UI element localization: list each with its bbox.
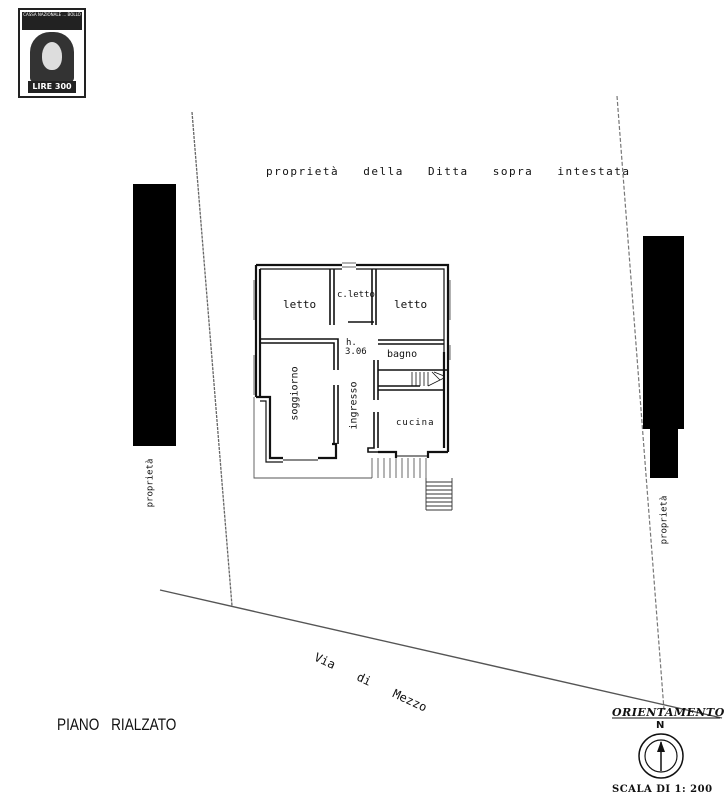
left-property-label: proprietà	[145, 458, 156, 508]
orientation-title: ORIENTAMENTO	[612, 706, 725, 719]
floor-title: PIANO RIALZATO	[57, 715, 177, 734]
right-property-label: proprietà	[659, 495, 670, 545]
north-label: N	[656, 720, 665, 731]
scale-label: SCALA DI 1: 200	[612, 784, 713, 795]
redaction-left	[133, 184, 176, 446]
floor-plan	[253, 262, 453, 511]
compass-icon	[638, 733, 684, 779]
room-soggiorno: soggiorno	[289, 366, 301, 421]
room-cucina: cucina	[396, 418, 435, 428]
left-boundary-line	[191, 111, 233, 607]
room-c-letto: c.letto	[337, 290, 375, 300]
redaction-right-upper	[643, 236, 684, 429]
top-property-label: proprietà della Ditta sopra intestata	[266, 165, 631, 178]
stamp-portrait-icon	[30, 32, 74, 82]
height-value: 3.06	[345, 347, 367, 357]
stamp-header: CASSA NAZIONALE ... BOLLO	[22, 12, 82, 30]
street-edge-line	[159, 589, 723, 719]
right-boundary-line	[616, 95, 665, 711]
stamp-value: LIRE 300	[28, 81, 76, 93]
room-letto-2: letto	[394, 298, 428, 311]
height-prefix: h.	[346, 338, 357, 348]
revenue-stamp: CASSA NAZIONALE ... BOLLO LIRE 300	[18, 8, 86, 98]
room-bagno: bagno	[387, 349, 418, 360]
room-ingresso: ingresso	[348, 381, 360, 430]
room-letto-1: letto	[283, 298, 317, 311]
redaction-right-lower	[650, 428, 678, 478]
